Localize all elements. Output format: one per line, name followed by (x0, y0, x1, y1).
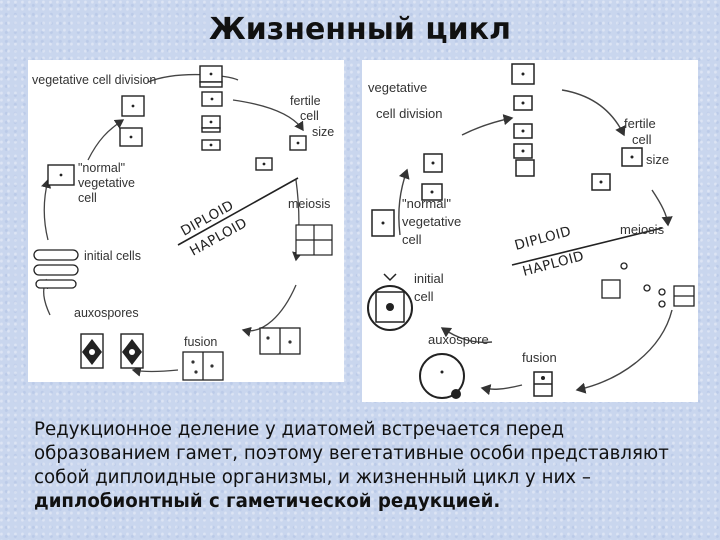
label-initial-1: initial (414, 271, 444, 286)
initial-cells (33, 249, 79, 289)
left-diagram-svg: vegetative cell division fertile cell si… (32, 65, 334, 381)
meiosis-cells (295, 224, 333, 256)
label-diploid: DIPLOID (513, 223, 573, 253)
label-fertile-3: size (312, 125, 334, 139)
label-vegetative-division: vegetative cell division (32, 73, 156, 87)
nuclei-dots (381, 72, 634, 225)
diploid-haploid-line (511, 227, 663, 266)
label-fertile-3: size (646, 152, 669, 167)
cycle-arrow-to-auxospore (480, 384, 523, 396)
cycle-arrow-to-auxospores (131, 366, 179, 377)
label-fusion: fusion (522, 350, 557, 365)
label-haploid: HAPLOID (521, 248, 586, 280)
slide-title: Жизненный цикл (209, 12, 511, 47)
caption-plain: Редукционное деление у диатомей встречае… (34, 419, 669, 488)
label-vegetative-2: cell division (376, 106, 442, 121)
cycle-arrow-to-initial (440, 327, 493, 344)
left-life-cycle-diagram: vegetative cell division fertile cell si… (28, 60, 344, 382)
label-fertile-2: cell (632, 132, 652, 147)
label-meiosis: meiosis (288, 197, 330, 211)
cycle-arrow-fusion (575, 309, 673, 394)
right-life-cycle-diagram: vegetative cell division fertile cell si… (362, 60, 698, 402)
right-diagram-svg: vegetative cell division fertile cell si… (367, 63, 695, 399)
label-normal-1: "normal" (78, 161, 125, 175)
label-initial-cells: initial cells (84, 249, 141, 263)
label-fertile-1: fertile (290, 94, 321, 108)
fusion-cells (182, 327, 301, 381)
nuclei-dots (59, 72, 300, 177)
caption-text: Редукционное деление у диатомей встречае… (34, 418, 674, 514)
auxospore-cell (419, 353, 465, 399)
cycle-arrow-top (461, 114, 514, 136)
label-fertile-1: fertile (624, 116, 656, 131)
label-fusion: fusion (184, 335, 217, 349)
meiosis-gametes (601, 262, 695, 308)
cycle-arrow-fusion (241, 284, 297, 337)
fusion-dots (191, 336, 292, 374)
label-normal-3: cell (402, 232, 422, 247)
label-auxospore: auxospore (428, 332, 489, 347)
label-normal-2: vegetative (402, 214, 461, 229)
cycle-arrow-to-normal (398, 168, 410, 236)
label-initial-2: cell (414, 289, 434, 304)
initial-cell (367, 273, 413, 331)
diploid-haploid-line (177, 177, 299, 246)
label-auxospores: auxospores (74, 306, 139, 320)
label-fertile-2: cell (300, 109, 319, 123)
label-normal-3: cell (78, 191, 97, 205)
cycle-arrow-to-division (87, 119, 125, 161)
cycle-arrow-to-normal (41, 178, 52, 241)
fusion-dot (541, 376, 545, 380)
auxospore-cells (80, 333, 144, 369)
cycle-arrow-to-fertile (232, 99, 304, 132)
label-vegetative-1: vegetative (368, 80, 427, 95)
fusion-cell (533, 371, 553, 397)
cycle-arrow-to-fertile (561, 89, 626, 137)
caption-bold: диплобионтный с гаметической редукцией. (34, 491, 501, 512)
label-normal-1: "normal" (402, 196, 451, 211)
cycle-arrow-meiosis (651, 189, 673, 227)
label-normal-2: vegetative (78, 176, 135, 190)
cycle-arrow-top (147, 73, 239, 83)
label-meiosis: meiosis (620, 222, 665, 237)
